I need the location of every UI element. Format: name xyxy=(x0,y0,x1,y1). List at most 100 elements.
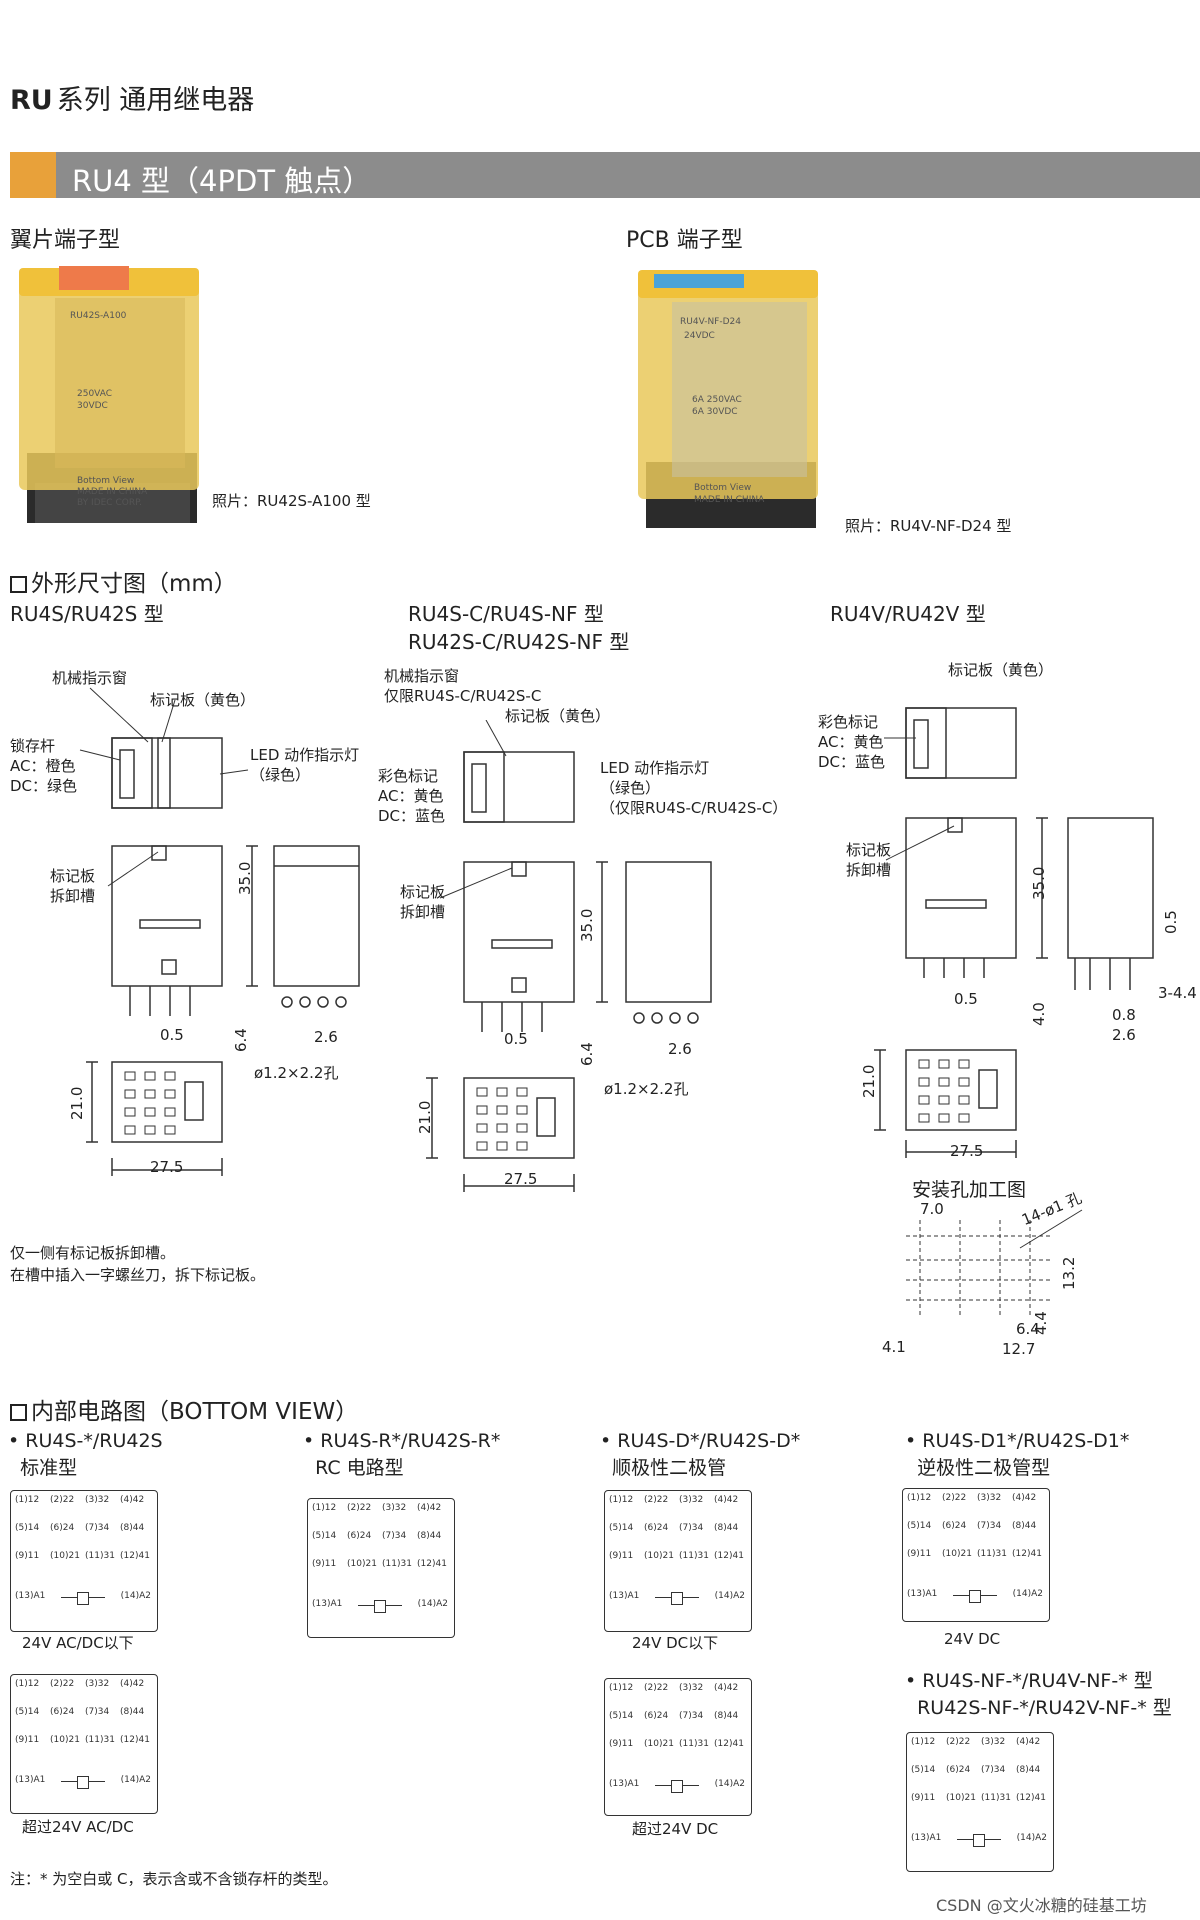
dimension-drawing-1 xyxy=(79,687,360,1176)
dim-width-1: 27.5 xyxy=(150,1158,184,1176)
dim-hole-1: ø1.2×2.2孔 xyxy=(254,1064,339,1082)
terminal-label: (11)31 xyxy=(981,1793,1011,1803)
label-marker-slot-1: 标记板 拆卸槽 xyxy=(50,867,96,905)
terminal-label: (9)11 xyxy=(609,1551,634,1561)
terminal-label: (3)32 xyxy=(679,1495,704,1505)
terminal-label: (2)22 xyxy=(644,1495,669,1505)
svg-text:Bottom View: Bottom View xyxy=(694,483,751,493)
circuit-title-nf: • RU4S-NF-*/RU4V-NF-* 型 RU42S-NF-*/RU42V… xyxy=(905,1670,1172,1719)
label-marker-slot-2: 标记板 拆卸槽 xyxy=(400,883,446,921)
terminal-label: (5)14 xyxy=(15,1707,40,1717)
checkbox-square-icon xyxy=(10,576,27,593)
terminal-label: (6)24 xyxy=(50,1523,75,1533)
terminal-label: (9)11 xyxy=(907,1549,932,1559)
terminal-label: (12)41 xyxy=(1016,1793,1046,1803)
terminal-label: (14)A2 xyxy=(1012,1589,1043,1599)
terminal-label: (12)41 xyxy=(714,1551,744,1561)
section-banner: RU4 型（4PDT 触点） xyxy=(10,152,1200,198)
terminal-label: (3)32 xyxy=(679,1683,704,1693)
terminal-label: (6)24 xyxy=(644,1523,669,1533)
terminal-label: (14)A2 xyxy=(714,1591,745,1601)
terminal-label: (10)21 xyxy=(644,1739,674,1749)
product-type-pcb: PCB 端子型 xyxy=(626,228,743,253)
terminal-label: (5)14 xyxy=(15,1523,40,1533)
terminal-label: (2)22 xyxy=(942,1493,967,1503)
terminal-label: (13)A1 xyxy=(312,1599,343,1609)
terminal-label: (10)21 xyxy=(644,1551,674,1561)
terminal-label: (11)31 xyxy=(382,1559,412,1569)
svg-text:BY IDEC CORP.: BY IDEC CORP. xyxy=(77,498,142,508)
terminal-label: (8)44 xyxy=(714,1523,739,1533)
dim-pin-w-3: 0.5 xyxy=(1162,910,1180,934)
terminal-label: (1)12 xyxy=(911,1737,936,1747)
terminal-label: (11)31 xyxy=(679,1551,709,1561)
terminal-label: (5)14 xyxy=(911,1765,936,1775)
terminal-label: (7)34 xyxy=(382,1531,407,1541)
dim-width-2: 27.5 xyxy=(504,1170,538,1188)
label-marker-2: 标记板（黄色） xyxy=(505,707,611,725)
dim-model-1: RU4S/RU42S 型 xyxy=(10,602,164,626)
circuits-section-title: 内部电路图（BOTTOM VIEW） xyxy=(10,1392,358,1426)
label-lock-lever-1: 锁存杆 AC：橙色 DC：绿色 xyxy=(10,737,78,795)
terminal-label: (10)21 xyxy=(942,1549,972,1559)
terminal-label: (1)12 xyxy=(15,1679,40,1689)
coil-symbol xyxy=(953,1590,997,1603)
label-marker-slot-3: 标记板 拆卸槽 xyxy=(846,841,892,879)
terminal-label: (7)34 xyxy=(85,1523,110,1533)
label-color-mark-2: 彩色标记 AC：黄色 DC：蓝色 xyxy=(378,767,446,825)
dim-pin-2: 0.5 xyxy=(504,1030,528,1048)
terminal-label: (13)A1 xyxy=(609,1591,640,1601)
terminal-label: (8)44 xyxy=(714,1711,739,1721)
dimension-drawing-2 xyxy=(426,720,712,1192)
terminal-label: (1)12 xyxy=(15,1495,40,1505)
terminal-label: (3)32 xyxy=(977,1493,1002,1503)
dim-depth-2: 21.0 xyxy=(416,1100,434,1134)
terminal-label: (12)41 xyxy=(120,1735,150,1745)
dim-depth-3: 21.0 xyxy=(860,1064,878,1098)
terminal-label: (10)21 xyxy=(50,1735,80,1745)
dim-pin-len-3: 4.0 xyxy=(1030,1002,1048,1026)
mount-d2: 13.2 xyxy=(1060,1256,1078,1290)
terminal-label: (8)44 xyxy=(120,1523,145,1533)
terminal-label: (12)41 xyxy=(1012,1549,1042,1559)
series-rest: 系列 通用继电器 xyxy=(56,85,255,116)
terminal-label: (11)31 xyxy=(85,1735,115,1745)
terminal-label: (9)11 xyxy=(911,1793,936,1803)
terminal-label: (6)24 xyxy=(644,1711,669,1721)
voltage-label: 超过24V AC/DC xyxy=(22,1818,134,1836)
dim-pitch-1: 2.6 xyxy=(314,1028,338,1046)
mount-d6: 12.7 xyxy=(1002,1340,1036,1358)
circuit-diagram: (1)12(2)22(3)32(4)42(5)14(6)24(7)34(8)44… xyxy=(902,1488,1050,1622)
terminal-label: (5)14 xyxy=(312,1531,337,1541)
terminal-label: (14)A2 xyxy=(417,1599,448,1609)
terminal-label: (2)22 xyxy=(50,1495,75,1505)
circuit-diagram: (1)12(2)22(3)32(4)42(5)14(6)24(7)34(8)44… xyxy=(307,1498,455,1638)
terminal-label: (13)A1 xyxy=(15,1775,46,1785)
terminal-label: (12)41 xyxy=(714,1739,744,1749)
label-led-1: LED 动作指示灯 （绿色） xyxy=(250,746,360,784)
coil-symbol xyxy=(358,1600,402,1613)
voltage-label: 24V DC xyxy=(944,1630,1001,1648)
coil-symbol xyxy=(61,1592,105,1605)
photo-caption-tab: 照片：RU42S-A100 型 xyxy=(212,492,371,510)
dim-height-3: 35.0 xyxy=(1030,866,1048,900)
watermark: CSDN @文火冰糖的硅基工坊 xyxy=(936,1896,1147,1915)
label-marker-1: 标记板（黄色） xyxy=(150,691,256,709)
circuit-title-reverse-diode: • RU4S-D1*/RU42S-D1* 逆极性二极管型 xyxy=(905,1430,1130,1479)
dimension-drawing-3 xyxy=(874,707,1154,1316)
terminal-label: (9)11 xyxy=(609,1739,634,1749)
circuit-title-standard: • RU4S-*/RU42S 标准型 xyxy=(8,1430,163,1479)
dim-height-2: 35.0 xyxy=(578,908,596,942)
dim-pin-1: 0.5 xyxy=(160,1026,184,1044)
relay-photo-tab: RU42S-A100 250VAC 30VDC Bottom View MADE… xyxy=(19,266,199,523)
mounting-title: 安装孔加工图 xyxy=(912,1179,1027,1201)
terminal-label: (6)24 xyxy=(347,1531,372,1541)
dim-width-3: 27.5 xyxy=(950,1142,984,1160)
series-bold: RU xyxy=(10,85,53,116)
terminal-label: (7)34 xyxy=(981,1765,1006,1775)
terminal-label: (12)41 xyxy=(417,1559,447,1569)
terminal-label: (7)34 xyxy=(977,1521,1002,1531)
dim-hole-2: ø1.2×2.2孔 xyxy=(604,1080,689,1098)
dim-model-2: RU4S-C/RU4S-NF 型 RU42S-C/RU42S-NF 型 xyxy=(408,602,630,654)
